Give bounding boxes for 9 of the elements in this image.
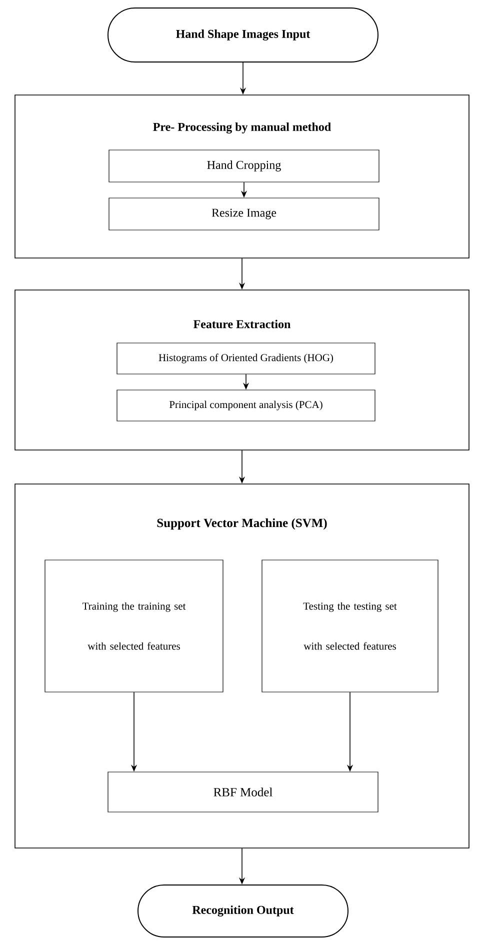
process-box: RBF Model	[108, 772, 378, 812]
process-box: Resize Image	[108, 198, 380, 230]
process-box: Hand Cropping	[108, 150, 380, 182]
terminal-box: Recognition Output	[138, 884, 348, 938]
process-box: Training the training set with selected features	[44, 560, 224, 692]
terminal-box: Hand Shape Images Input	[108, 8, 378, 62]
process-box: Histograms of Oriented Gradients (HOG)	[116, 342, 376, 374]
process-box: Principal component analysis (PCA)	[116, 390, 376, 422]
process-box: Testing the testing set with selected features	[262, 560, 438, 692]
